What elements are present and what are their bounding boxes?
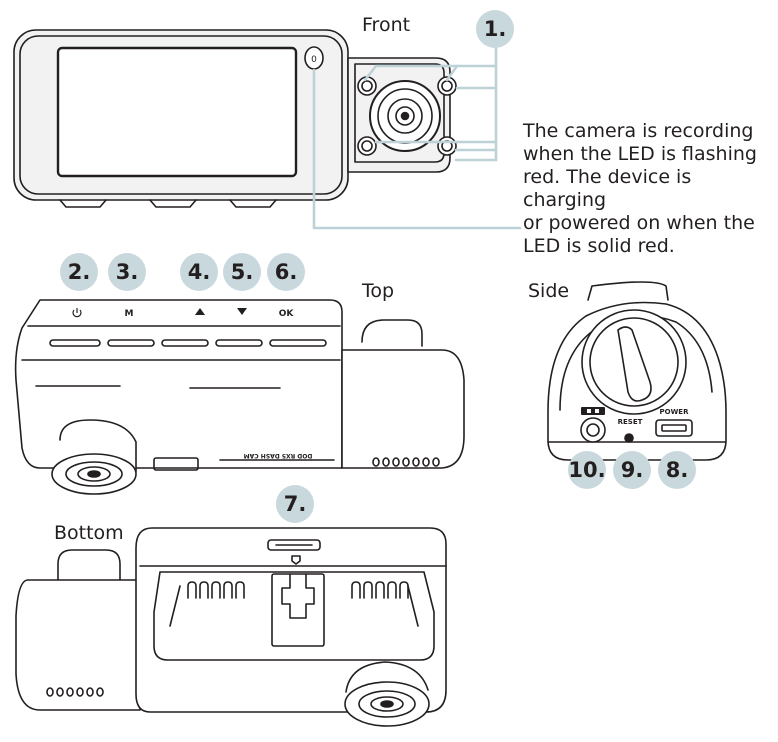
callout-5: 5. <box>223 253 261 291</box>
power-label: POWER <box>660 408 690 416</box>
bottom-cylinder <box>15 579 141 711</box>
front-lens <box>369 80 441 152</box>
callout-3: 3. <box>108 253 146 291</box>
callout-8: 8. <box>658 451 696 489</box>
top-view-label: Top <box>362 280 395 302</box>
bottom-view-label: Bottom <box>54 522 124 544</box>
side-view-label: Side <box>528 280 570 302</box>
front-screen <box>56 46 298 178</box>
av-in-icon <box>581 407 605 415</box>
reset-label: RESET <box>618 418 643 426</box>
down-arrow-icon <box>237 308 247 315</box>
brand-text: DOD RX5 DASH CAM <box>244 452 313 459</box>
callout-2: 2. <box>60 253 98 291</box>
bottom-fins <box>169 581 419 627</box>
led-mark: 0 <box>311 55 317 65</box>
led-note-line-2: when the LED is flashing <box>523 143 757 165</box>
led-note-line-5: LED is solid red. <box>523 235 675 257</box>
power-icon <box>72 308 82 318</box>
front-callout-lines <box>312 42 522 230</box>
mount-rail <box>271 573 325 647</box>
front-view-label: Front <box>362 14 411 36</box>
reset-port <box>624 433 634 443</box>
power-port <box>655 419 693 437</box>
ok-button-label: OK <box>279 309 295 319</box>
callout-6: 6. <box>267 253 305 291</box>
led-note: The camera is recording when the LED is … <box>523 120 773 258</box>
led-note-line-3: red. The device is charging <box>523 166 692 211</box>
callout-1: 1. <box>476 10 514 48</box>
rear-vents <box>372 457 440 467</box>
top-view <box>14 299 465 495</box>
av-in-port <box>580 417 606 443</box>
side-view <box>547 281 727 461</box>
bottom-view <box>15 527 447 727</box>
top-vents <box>49 339 327 347</box>
up-arrow-icon <box>195 308 205 315</box>
rear-camera-cylinder <box>341 349 465 469</box>
callout-4: 4. <box>180 253 218 291</box>
callout-7: 7. <box>276 485 314 523</box>
front-view <box>13 29 457 208</box>
callout-10: 10. <box>568 451 606 489</box>
led-note-line-1: The camera is recording <box>523 120 754 142</box>
callout-9: 9. <box>613 451 651 489</box>
mode-button-label: M <box>125 309 134 319</box>
led-note-line-4: or powered on when the <box>523 212 755 234</box>
